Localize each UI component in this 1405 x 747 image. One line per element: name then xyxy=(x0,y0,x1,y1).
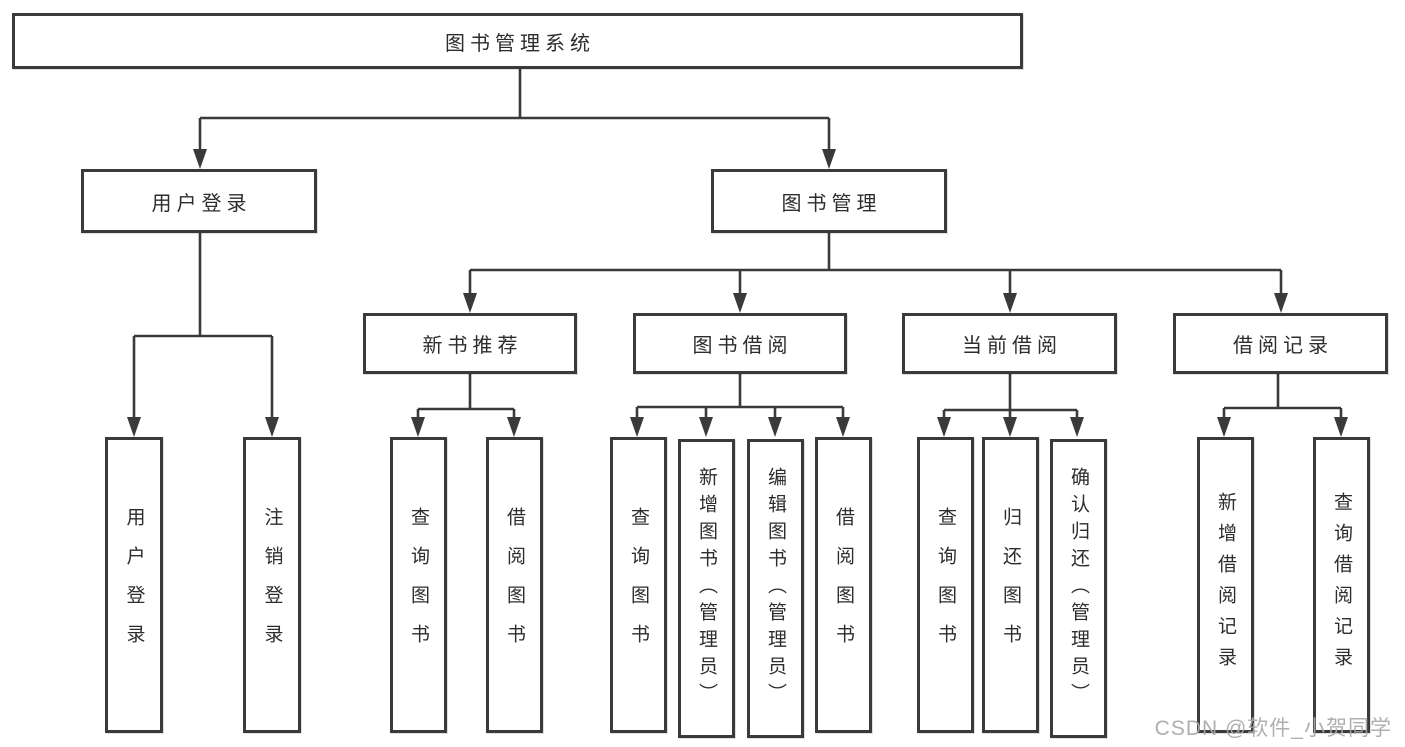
leaf-add-borrow-record: 新增借阅记录 xyxy=(1197,437,1254,733)
leaf-borrow-books-2: 借阅图书 xyxy=(815,437,872,733)
leaf-borrow-books-1: 借阅图书 xyxy=(486,437,543,733)
node-borrowing-records: 借阅记录 xyxy=(1173,313,1388,374)
leaf-label: 用户登录 xyxy=(123,507,145,663)
leaf-logout: 注销登录 xyxy=(243,437,301,733)
leaf-label: 借阅图书 xyxy=(504,507,525,663)
leaf-add-book-admin: 新增图书（管理员） xyxy=(678,439,735,738)
node-current-borrowing: 当前借阅 xyxy=(902,313,1117,374)
node-book-management: 图书管理 xyxy=(711,169,947,233)
leaf-label: 借阅图书 xyxy=(833,507,854,663)
leaf-return-book: 归还图书 xyxy=(982,437,1039,733)
leaf-label: 确认归还（管理员） xyxy=(1068,467,1089,710)
leaf-label: 查询图书 xyxy=(935,507,956,663)
leaf-label: 查询借阅记录 xyxy=(1331,492,1352,678)
node-user-login: 用户登录 xyxy=(81,169,317,233)
leaf-label: 查询图书 xyxy=(628,507,649,663)
leaf-query-books-3: 查询图书 xyxy=(917,437,974,733)
leaf-label: 编辑图书（管理员） xyxy=(765,467,786,710)
watermark: CSDN @软件_小贺同学 xyxy=(1154,717,1392,740)
leaf-label: 查询图书 xyxy=(408,507,429,663)
leaf-label: 新增借阅记录 xyxy=(1215,492,1236,678)
leaf-user-login: 用户登录 xyxy=(105,437,163,733)
leaf-query-books-2: 查询图书 xyxy=(610,437,667,733)
leaf-query-borrow-record: 查询借阅记录 xyxy=(1313,437,1370,733)
leaf-edit-book-admin: 编辑图书（管理员） xyxy=(747,439,804,738)
leaf-label: 归还图书 xyxy=(1000,507,1021,663)
leaf-confirm-return-admin: 确认归还（管理员） xyxy=(1050,439,1107,738)
arrowhead-icons xyxy=(127,149,1348,437)
leaf-query-books-1: 查询图书 xyxy=(390,437,447,733)
node-library-management-system: 图书管理系统 xyxy=(12,13,1023,69)
node-new-book-recommendation: 新书推荐 xyxy=(363,313,577,374)
leaf-label: 注销登录 xyxy=(261,507,283,663)
node-book-borrowing: 图书借阅 xyxy=(633,313,847,374)
leaf-label: 新增图书（管理员） xyxy=(696,467,717,710)
